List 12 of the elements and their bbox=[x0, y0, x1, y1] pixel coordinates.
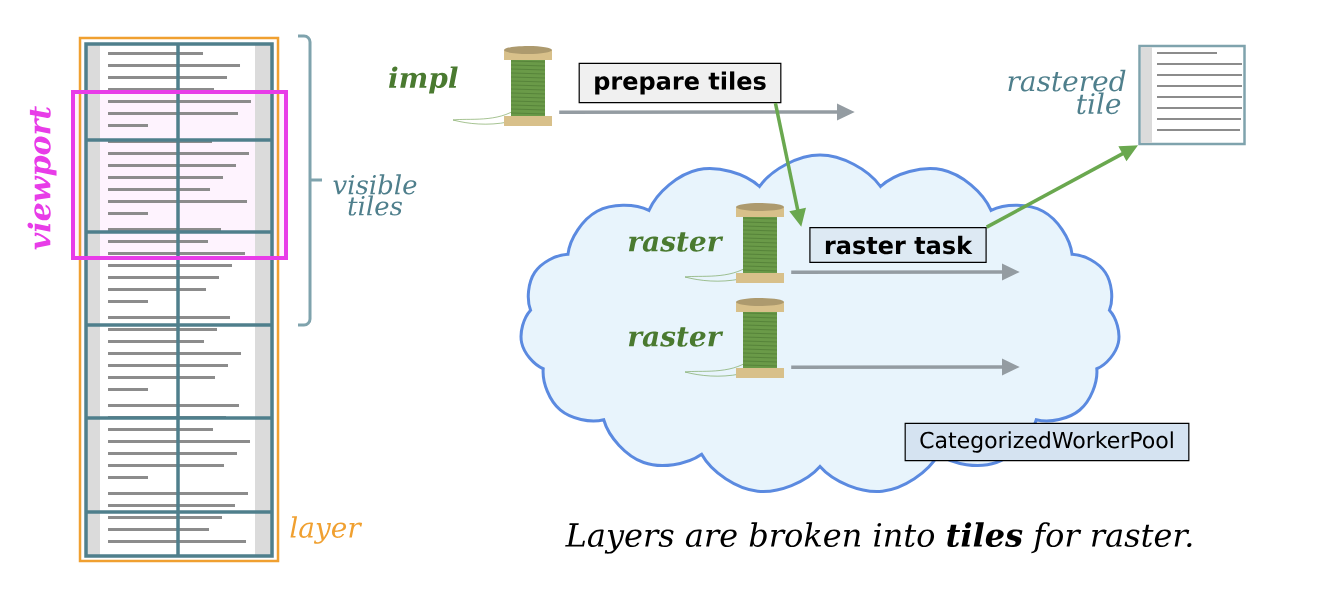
spool-label: impl bbox=[388, 66, 458, 94]
spool-label: rastered tile bbox=[1008, 69, 1126, 115]
rastered-tile-drawing bbox=[1138, 44, 1246, 146]
label-text: visible tiles bbox=[333, 174, 417, 216]
pool-label-box: CategorizedWorkerPool bbox=[904, 422, 1190, 462]
label-text: viewport bbox=[27, 106, 57, 250]
process-box: raster task bbox=[809, 227, 987, 263]
process-box: prepare tiles bbox=[578, 62, 782, 104]
spool-label: raster bbox=[628, 327, 724, 347]
spool-label: raster bbox=[628, 232, 724, 252]
label-text: layer bbox=[290, 516, 363, 544]
caption: Layers are broken into tiles for raster. bbox=[565, 522, 1192, 554]
